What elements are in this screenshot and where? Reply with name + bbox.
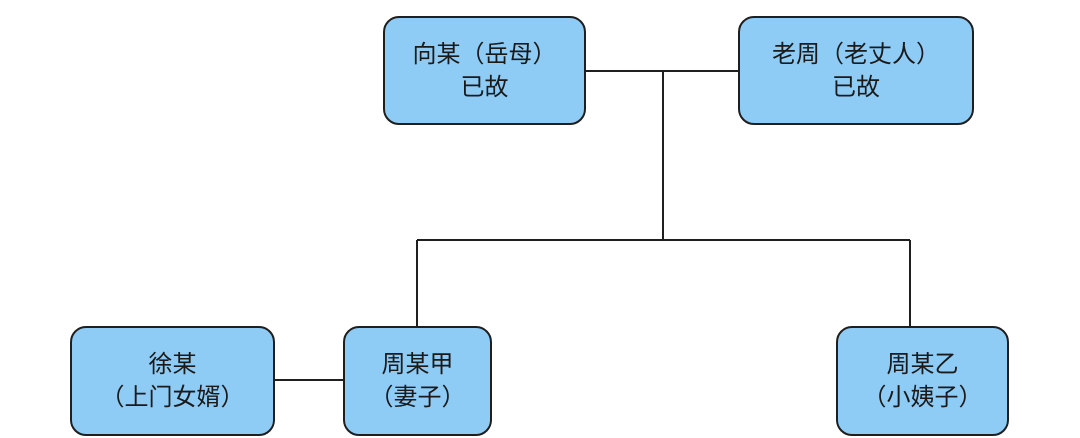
node-father-in-law-name: 老周（老丈人） xyxy=(772,39,940,68)
node-son-in-law-name: 徐某 xyxy=(148,350,197,378)
node-mother-in-law: 向某（岳母） 已故 xyxy=(383,16,586,125)
node-sister-in-law: 周某乙 （小姨子） xyxy=(836,326,1009,436)
node-mother-in-law-name: 向某（岳母） xyxy=(412,39,557,68)
node-wife: 周某甲 （妻子） xyxy=(343,326,492,436)
node-sister-in-law-name: 周某乙 xyxy=(886,350,959,378)
node-father-in-law: 老周（老丈人） 已故 xyxy=(738,16,974,125)
node-son-in-law: 徐某 （上门女婿） xyxy=(70,326,275,436)
node-son-in-law-role: （上门女婿） xyxy=(100,383,245,411)
node-wife-name: 周某甲 xyxy=(381,350,454,378)
node-wife-role: （妻子） xyxy=(369,383,466,411)
node-mother-in-law-status: 已故 xyxy=(460,72,509,101)
node-sister-in-law-role: （小姨子） xyxy=(862,383,983,411)
node-father-in-law-status: 已故 xyxy=(832,72,880,101)
